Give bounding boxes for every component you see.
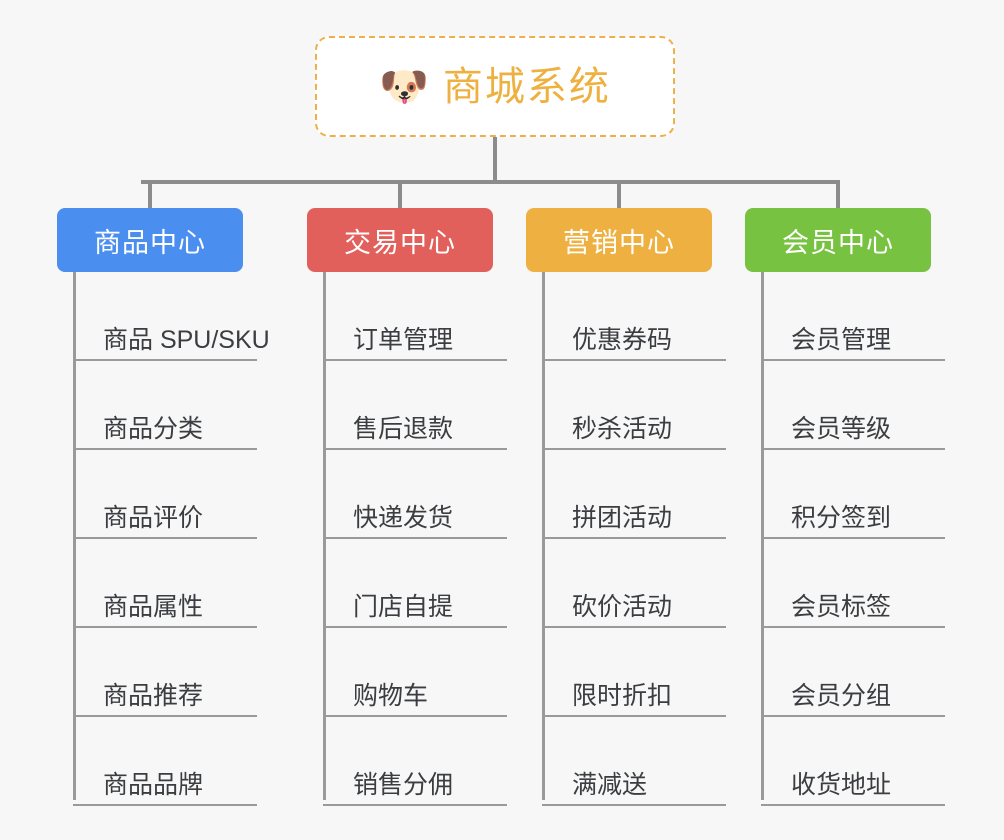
leaf-item[interactable]: 满减送 [542,717,726,806]
leaf-item[interactable]: 会员管理 [761,272,945,361]
leaf-item[interactable]: 会员标签 [761,539,945,628]
leaf-item-label: 收货地址 [791,770,892,799]
shiba-dog-face-icon: 🐶 [379,64,429,109]
leaf-item[interactable]: 购物车 [323,628,507,717]
leaf-item[interactable]: 商品分类 [73,361,257,450]
branch-spine-member-center [761,272,764,800]
leaf-item-label: 会员标签 [791,592,892,621]
category-header-label: 营销中心 [563,227,675,258]
connector-drop-trade-center [398,180,402,210]
connector-drop-member-center [836,180,840,210]
connector-drop-product-center [148,180,152,210]
leaf-item-label: 限时折扣 [572,681,673,710]
root-node[interactable]: 🐶 商城系统 [315,36,675,137]
leaf-list-member-center: 会员管理会员等级积分签到会员标签会员分组收货地址 [761,272,945,806]
leaf-list-trade-center: 订单管理售后退款快递发货门店自提购物车销售分佣 [323,272,507,806]
leaf-item-label: 会员等级 [791,414,892,443]
category-header-trade-center[interactable]: 交易中心 [307,208,493,272]
leaf-item-label: 满减送 [572,770,648,799]
leaf-item-label: 门店自提 [353,592,454,621]
leaf-item[interactable]: 商品品牌 [73,717,257,806]
branch-spine-trade-center [323,272,326,800]
leaf-item-label: 秒杀活动 [572,414,673,443]
leaf-item-label: 拼团活动 [572,503,673,532]
connector-drop-marketing-center [617,180,621,210]
leaf-item-label: 购物车 [353,681,429,710]
leaf-item-label: 积分签到 [791,503,892,532]
leaf-item-label: 商品分类 [103,414,204,443]
leaf-item-label: 快递发货 [353,503,454,532]
leaf-list-product-center: 商品 SPU/SKU 商品分类商品评价商品属性商品推荐商品品牌 [73,272,270,806]
leaf-item-label: 订单管理 [353,325,454,354]
leaf-list-marketing-center: 优惠券码秒杀活动拼团活动砍价活动限时折扣满减送 [542,272,726,806]
leaf-item-label: 会员分组 [791,681,892,710]
leaf-item-label: 销售分佣 [353,770,454,799]
leaf-item-label: 优惠券码 [572,325,673,354]
leaf-item-label: 售后退款 [353,414,454,443]
leaf-item[interactable]: 积分签到 [761,450,945,539]
leaf-item[interactable]: 会员等级 [761,361,945,450]
leaf-item[interactable]: 销售分佣 [323,717,507,806]
leaf-item[interactable]: 秒杀活动 [542,361,726,450]
leaf-item-label: 商品评价 [103,503,204,532]
leaf-item-label: 商品属性 [103,592,204,621]
category-header-label: 交易中心 [344,227,456,258]
leaf-item[interactable]: 售后退款 [323,361,507,450]
category-header-product-center[interactable]: 商品中心 [57,208,243,272]
leaf-item[interactable]: 商品评价 [73,450,257,539]
leaf-item[interactable]: 商品属性 [73,539,257,628]
branch-spine-product-center [73,272,76,800]
connector-root-stub [493,137,497,182]
leaf-item[interactable]: 商品推荐 [73,628,257,717]
leaf-item[interactable]: 商品 SPU/SKU [73,272,270,361]
leaf-item[interactable]: 优惠券码 [542,272,726,361]
branch-spine-marketing-center [542,272,545,800]
leaf-item[interactable]: 砍价活动 [542,539,726,628]
leaf-item[interactable]: 限时折扣 [542,628,726,717]
leaf-item[interactable]: 门店自提 [323,539,507,628]
leaf-item-label: 商品 SPU/SKU [103,325,270,354]
leaf-item[interactable]: 拼团活动 [542,450,726,539]
category-header-label: 商品中心 [94,227,206,258]
leaf-item[interactable]: 快递发货 [323,450,507,539]
category-header-marketing-center[interactable]: 营销中心 [526,208,712,272]
category-header-member-center[interactable]: 会员中心 [745,208,931,272]
leaf-item[interactable]: 订单管理 [323,272,507,361]
leaf-item[interactable]: 会员分组 [761,628,945,717]
connector-horizontal-bar [141,180,840,184]
root-title: 商城系统 [442,64,611,109]
leaf-item-label: 商品推荐 [103,681,204,710]
leaf-item-label: 会员管理 [791,325,892,354]
category-header-label: 会员中心 [782,227,894,258]
leaf-item-label: 商品品牌 [103,770,204,799]
leaf-item[interactable]: 收货地址 [761,717,945,806]
leaf-item-label: 砍价活动 [572,592,673,621]
